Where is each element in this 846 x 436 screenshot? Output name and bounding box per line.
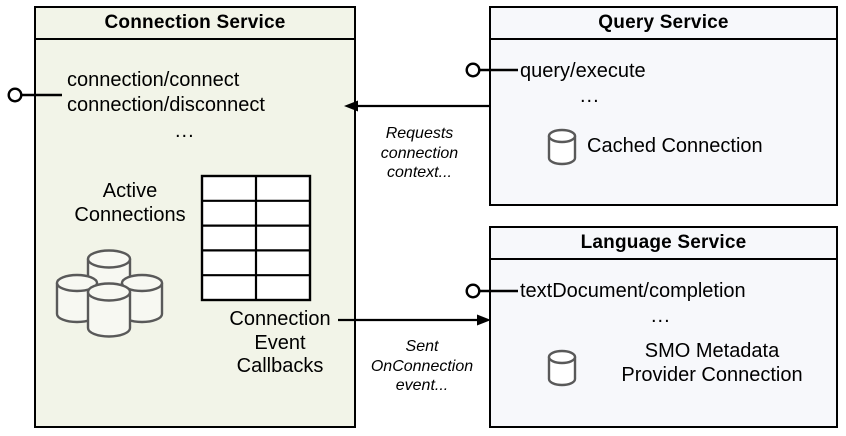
connection-event-callbacks-label: Connection Event Callbacks [229,308,331,378]
query-service-ellipsis: ... [580,85,600,107]
connection-service-api-connect: connection/connect [67,69,240,91]
query-service-body: query/execute ... Cached Connection [491,40,836,204]
edge-label-requests-connection-context: Requests connection context... [380,125,459,182]
query-service-api-execute: query/execute [520,60,646,82]
arrow-query-to-connection [344,100,489,112]
component-connection-service[interactable]: Connection Service connection/connect co… [34,6,356,428]
connection-service-title: Connection Service [36,8,354,40]
smo-metadata-provider-connection-label: SMO Metadata Provider Connection [621,340,803,386]
connection-service-api-disconnect: connection/disconnect [67,94,265,116]
language-service-body: textDocument/completion ... SMO Metadata… [491,260,836,426]
language-service-title: Language Service [491,228,836,260]
connection-service-ellipsis: ... [175,120,195,142]
query-service-title: Query Service [491,8,836,40]
component-language-service[interactable]: Language Service textDocument/completion… [489,226,838,428]
arrow-connection-to-language [338,314,491,326]
edge-label-sent-onconnection-event: Sent OnConnection event... [370,338,474,395]
connection-service-body: connection/connect connection/disconnect… [36,40,354,426]
language-service-ellipsis: ... [651,305,671,327]
language-service-api-completion: textDocument/completion [520,280,746,302]
active-connections-label: Active Connections [74,180,186,226]
cached-connection-label: Cached Connection [587,135,763,157]
component-query-service[interactable]: Query Service query/execute ... Cached C… [489,6,838,206]
